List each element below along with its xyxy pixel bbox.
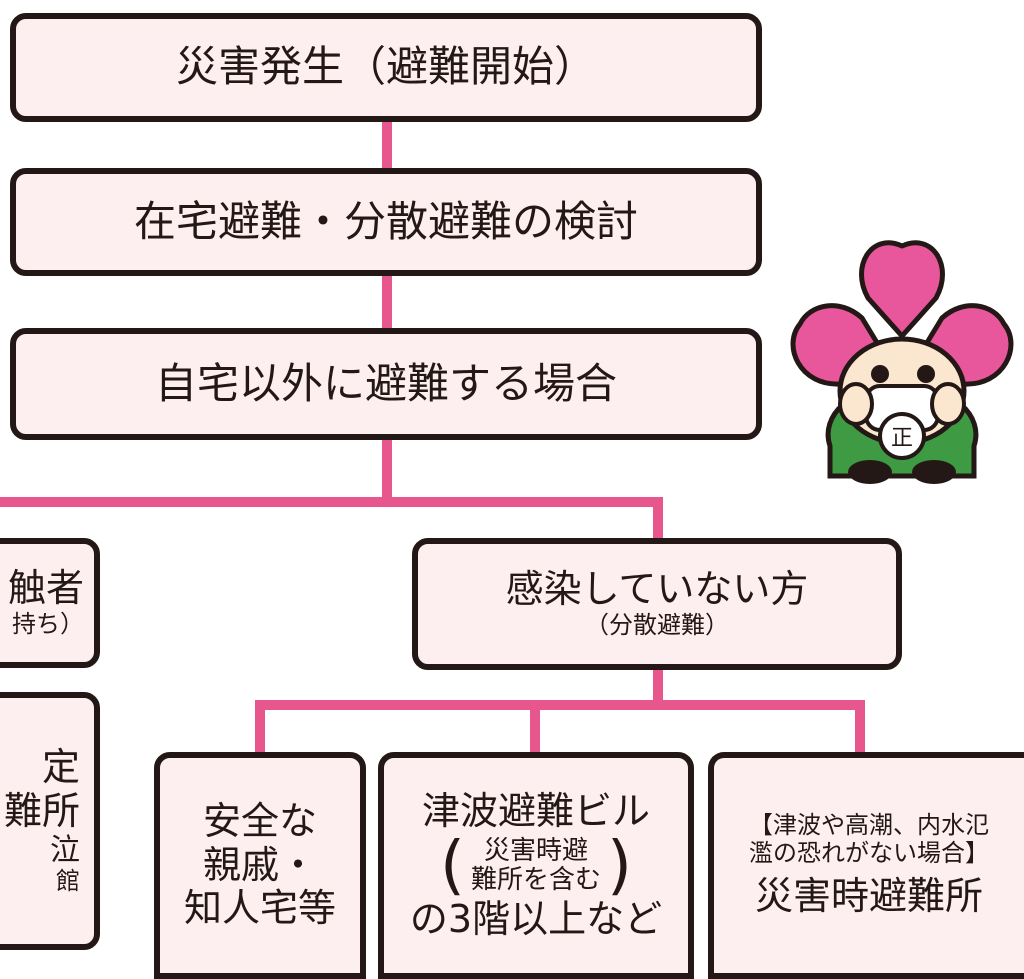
connector-to-right-branch xyxy=(653,497,663,542)
dest-tsunami-building: 津波避難ビル ( 災害時避 難所を含む ) の3階以上など xyxy=(378,752,694,979)
dest-relatives-home: 安全な 親戚・ 知人宅等 xyxy=(154,752,366,979)
connector-dest-horizontal xyxy=(255,700,865,710)
left-destination-box: 定 難所 泣 館 xyxy=(0,692,100,950)
dest-shelter-main: 災害時避難所 xyxy=(754,874,983,919)
connector-2-3 xyxy=(382,272,392,332)
left-destination-line1: 定 xyxy=(41,745,80,790)
dest-relatives-line2: 親戚・ xyxy=(202,842,317,887)
connector-to-relatives xyxy=(255,700,265,755)
step-disaster-occurs-label: 災害発生（避難開始） xyxy=(175,42,596,92)
connector-3-split xyxy=(382,436,392,507)
right-branch-line2: （分散避難） xyxy=(585,611,729,640)
left-destination-line2: 難所 xyxy=(3,788,80,833)
right-branch-not-infected: 感染していない方 （分散避難） xyxy=(412,538,902,670)
cherry-blossom-mascot-icon: 正 xyxy=(790,240,1014,484)
connector-split-horizontal xyxy=(0,497,663,507)
dest-tsunami-line3: の3階以上など xyxy=(409,896,663,941)
close-paren: ) xyxy=(607,828,632,903)
right-branch-line1: 感染していない方 xyxy=(505,567,809,612)
connector-right-branch-down xyxy=(653,668,663,708)
connector-1-2 xyxy=(382,118,392,173)
left-destination-line3: 泣 xyxy=(50,832,80,868)
dest-shelter-note2: 濫の恐れがない場合】 xyxy=(749,838,989,867)
left-branch-line1: 触者 xyxy=(7,566,84,611)
left-branch-line2: 持ち） xyxy=(12,610,84,639)
step-evacuate-outside-home: 自宅以外に避難する場合 xyxy=(10,328,762,440)
dest-shelter-note1: 【津波や高潮、内水氾 xyxy=(749,811,989,840)
step-disaster-occurs: 災害発生（避難開始） xyxy=(10,13,762,122)
left-destination-line4: 館 xyxy=(56,867,80,896)
open-paren: ( xyxy=(440,828,465,903)
step-evacuate-outside-home-label: 自宅以外に避難する場合 xyxy=(154,358,617,408)
dest-relatives-line1: 安全な xyxy=(202,798,317,843)
dest-relatives-line3: 知人宅等 xyxy=(183,886,336,931)
connector-to-tsunami-bldg xyxy=(530,700,540,755)
left-branch-box: 触者 持ち） xyxy=(0,538,100,668)
connector-to-shelter xyxy=(855,700,865,755)
step-consider-evacuation: 在宅避難・分散避難の検討 xyxy=(10,168,762,276)
dest-tsunami-line1: 津波避難ビル xyxy=(421,788,650,833)
mascot-badge-char: 正 xyxy=(891,426,913,451)
dest-disaster-shelter: 【津波や高潮、内水氾 濫の恐れがない場合】 災害時避難所 xyxy=(708,752,1024,979)
dest-tsunami-inner1: 災害時避 xyxy=(483,835,588,866)
step-consider-evacuation-label: 在宅避難・分散避難の検討 xyxy=(133,196,638,246)
dest-tsunami-inner2: 難所を含む xyxy=(470,864,601,895)
